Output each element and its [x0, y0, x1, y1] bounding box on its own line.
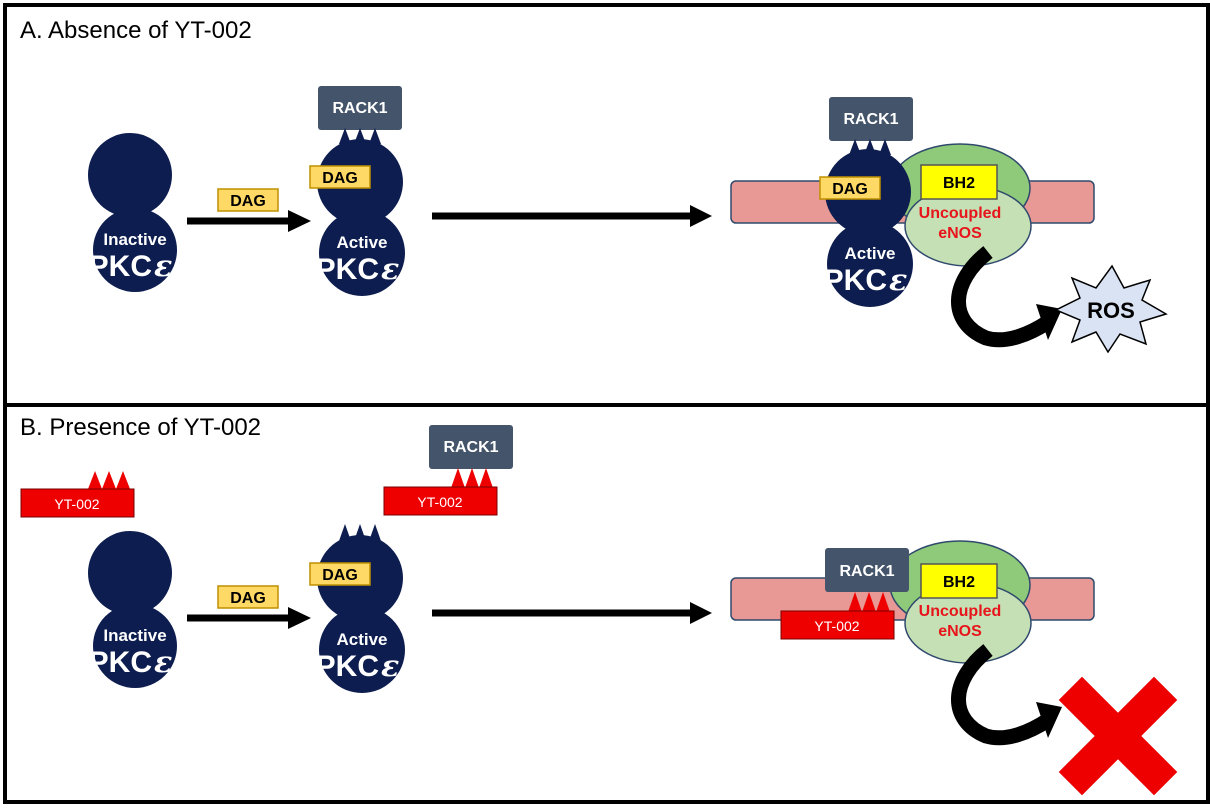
ros-burst: [1054, 264, 1168, 354]
pkc-catalytic-domain: [319, 210, 405, 296]
pkc-catalytic-domain: [319, 607, 405, 693]
pkc-catalytic-domain: [827, 221, 913, 307]
enos-label-line2: eNOS: [938, 225, 982, 242]
ros-label: ROS: [1087, 298, 1135, 323]
epsilon-symbol: ε: [154, 645, 172, 680]
pkc-state-label: Active: [336, 233, 387, 252]
pkc-catalytic-domain: [93, 604, 177, 688]
panel-b-yt002-free: YT-002: [20, 471, 135, 518]
epsilon-symbol: ε: [889, 263, 907, 298]
panel-a-curved-arrow: [951, 246, 1053, 348]
binding-tooth: [116, 471, 130, 489]
binding-tooth: [339, 128, 351, 144]
enos-label-line1: Uncoupled: [919, 205, 1002, 222]
epsilon-symbol: ε: [381, 649, 399, 684]
panel-a-membrane-complex: BH2 Uncoupled eNOS RACK1 DAG Active PKC …: [730, 97, 1095, 307]
rack1-box: [318, 86, 402, 130]
bh2-box: [920, 563, 998, 599]
yt002-box: [780, 610, 895, 640]
pkc-name-label: PKC: [316, 650, 379, 683]
panel-b-membrane-complex: BH2 Uncoupled eNOS RACK1 YT-002: [730, 540, 1095, 664]
panel-a-arrow-1-head: [288, 210, 311, 232]
rack1-label: RACK1: [332, 100, 387, 117]
binding-tooth: [451, 468, 465, 488]
yt002-box: [383, 486, 498, 516]
pkc-name-label: PKC: [89, 250, 152, 283]
dag-bound-box: [309, 562, 371, 586]
blocked-cross-icon: [1057, 675, 1179, 797]
rack1-box: [829, 97, 913, 141]
panel-a-inactive-pkc: Inactive PKC ε: [88, 133, 177, 292]
epsilon-symbol: ε: [381, 252, 399, 287]
enos-label-line2: eNOS: [938, 623, 982, 640]
dag-bound-label: DAG: [322, 567, 358, 584]
binding-tooth: [465, 468, 479, 488]
yt002-label: YT-002: [417, 494, 462, 510]
panel-b-curved-arrow: [951, 644, 1053, 746]
panel-b-arrow-1-head: [288, 607, 311, 629]
pkc-state-label: Active: [844, 244, 895, 263]
rack1-label: RACK1: [443, 439, 498, 456]
pkc-catalytic-domain: [93, 208, 177, 292]
epsilon-symbol: ε: [154, 249, 172, 284]
binding-tooth: [876, 592, 890, 612]
bh2-label: BH2: [943, 574, 975, 591]
yt002-label: YT-002: [814, 618, 859, 634]
enos-label-line1: Uncoupled: [919, 603, 1002, 620]
panel-a-arrow-2-head: [690, 205, 712, 227]
dag-bound-label: DAG: [832, 181, 868, 198]
pkc-name-label: PKC: [89, 646, 152, 679]
panel-a-active-pkc: RACK1 DAG Active PKC ε: [309, 86, 405, 296]
panel-a-dag-free-box: [217, 188, 279, 212]
panel-b-inactive-pkc: Inactive PKC ε: [88, 531, 177, 688]
panel-b-arrow-2-head: [690, 602, 712, 624]
panel-b-rack1-yt002: RACK1 YT-002: [383, 425, 513, 516]
panel-a-curved-arrow-head: [1036, 304, 1062, 340]
bh2-label: BH2: [943, 175, 975, 192]
binding-tooth: [88, 471, 102, 489]
rack1-label: RACK1: [843, 111, 898, 128]
pkc-name-label: PKC: [824, 264, 887, 297]
dag-bound-box: [819, 176, 881, 200]
panel-a-dag-free-label: DAG: [230, 193, 266, 210]
panel-b-dag-free-label: DAG: [230, 590, 266, 607]
pkc-regulatory-domain: [88, 133, 172, 217]
yt002-label: YT-002: [54, 496, 99, 512]
yt002-box: [20, 488, 135, 518]
binding-tooth: [369, 128, 381, 144]
binding-tooth: [848, 592, 862, 612]
pkc-state-label: Active: [336, 630, 387, 649]
panel-b-active-pkc: DAG Active PKC ε: [309, 524, 405, 693]
rack1-box: [429, 425, 513, 469]
panel-b-frame: [3, 403, 1210, 804]
binding-tooth: [102, 471, 116, 489]
pkc-name-label: PKC: [316, 253, 379, 286]
dag-bound-box: [309, 165, 371, 189]
binding-tooth: [862, 592, 876, 612]
binding-tooth: [479, 468, 493, 488]
pkc-regulatory-domain: [88, 531, 172, 615]
pkc-state-label: Inactive: [103, 626, 166, 645]
panel-b-dag-free-box: [217, 585, 279, 609]
rack1-label: RACK1: [839, 563, 894, 580]
dag-bound-label: DAG: [322, 170, 358, 187]
pkc-state-label: Inactive: [103, 230, 166, 249]
panel-a-title: A. Absence of YT-002: [20, 17, 252, 44]
panel-b-title: B. Presence of YT-002: [20, 414, 261, 441]
binding-tooth: [879, 139, 891, 155]
panel-b-curved-arrow-head: [1036, 702, 1062, 738]
rack1-box: [825, 548, 909, 592]
bh2-box: [920, 164, 998, 200]
